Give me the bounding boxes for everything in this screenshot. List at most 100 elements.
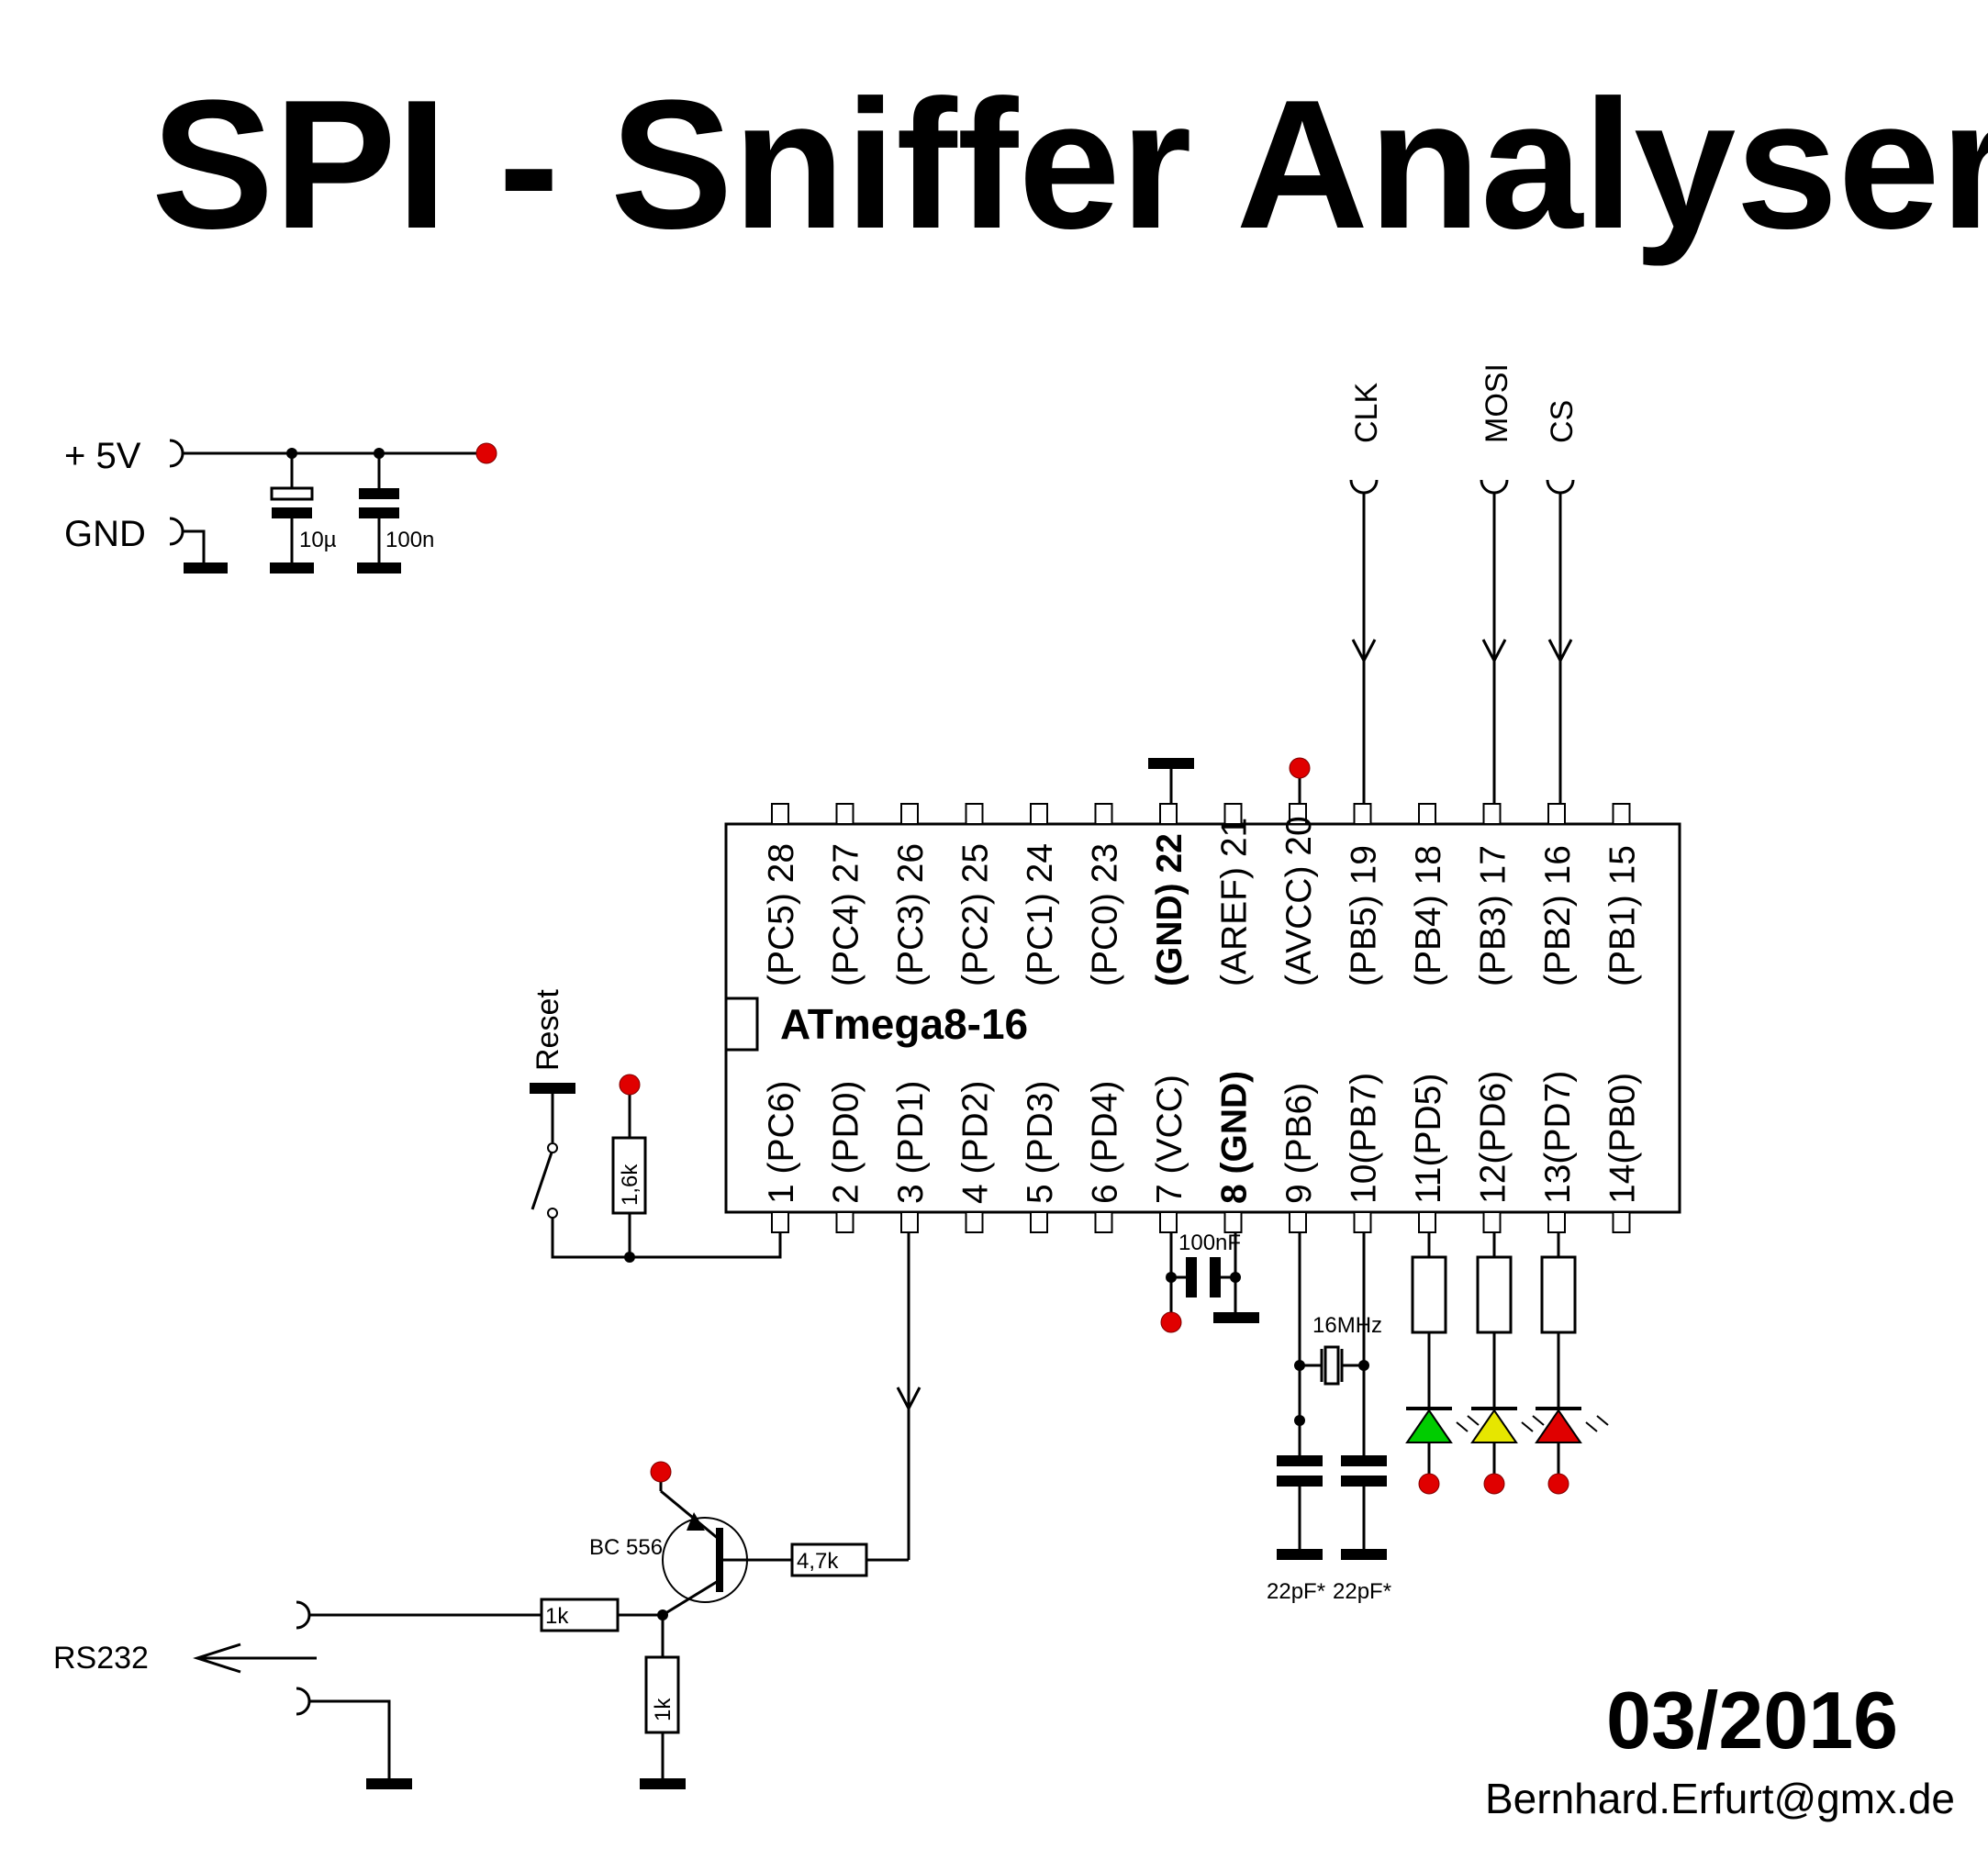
bottom-pin-label: 14(PB0) [1603, 1073, 1643, 1204]
transistor-label: BC 556 [589, 1535, 663, 1560]
vcc-terminal [169, 439, 184, 468]
top-pin-label: (PC0) 23 [1086, 843, 1125, 986]
spi-terminal [1480, 479, 1509, 495]
rs232-driver: 4,7k BC 556 1k 1k RS232 [53, 1231, 921, 1789]
top-pin-label: (PB2) 16 [1538, 845, 1578, 986]
status-leds [1405, 1231, 1609, 1495]
pulldown-resistor-label: 1k [651, 1698, 676, 1721]
bottom-pin-label: 12(PD6) [1474, 1071, 1513, 1204]
chip-decoupling: 100nF [1160, 1231, 1259, 1333]
ground-symbol [184, 562, 228, 574]
chip-pin [1353, 1211, 1372, 1233]
spi-terminal [1546, 479, 1575, 495]
chip-pin [1418, 1211, 1436, 1233]
chip-pin [1612, 1211, 1631, 1233]
chip-pin [1289, 1211, 1307, 1233]
chip-pin [835, 803, 854, 825]
supply-dot [1483, 1473, 1505, 1495]
led [1405, 1409, 1453, 1443]
supply-dot [650, 1461, 672, 1483]
crystal-label: 16MHz [1312, 1313, 1382, 1338]
date-label: 03/2016 [1606, 1675, 1898, 1765]
chip-name: ATmega8-16 [780, 1000, 1028, 1048]
chip-pin [965, 803, 984, 825]
top-pin-label: (AVCC) 20 [1279, 816, 1319, 986]
bottom-pin-label: 9 (PB6) [1279, 1083, 1319, 1204]
chip-pin [1030, 1211, 1048, 1233]
led [1470, 1409, 1518, 1443]
capacitor [359, 488, 399, 499]
output-resistor-label: 1k [545, 1604, 569, 1629]
bottom-pin-label: 3 (PD1) [891, 1081, 931, 1204]
ground-symbol [640, 1778, 686, 1789]
vcc-label: + 5V [64, 436, 141, 476]
crystal-cap-right-label: 22pF* [1333, 1579, 1391, 1604]
clk-label: CLK [1349, 383, 1384, 443]
chip-pin [1612, 803, 1631, 825]
bottom-pin-label: 13(PD7) [1538, 1071, 1578, 1204]
chip-pin [1159, 1211, 1178, 1233]
top-pin-label: (PB4) 18 [1409, 845, 1448, 986]
chip-pin [771, 803, 789, 825]
led-resistor [1476, 1255, 1513, 1334]
chip-pin [1353, 803, 1372, 825]
ground-symbol [1213, 1312, 1259, 1323]
bottom-pin-label: 10(PB7) [1345, 1073, 1384, 1204]
crystal [1323, 1345, 1340, 1386]
c2-label: 100n [385, 528, 434, 552]
reset-button [530, 1083, 575, 1094]
chip-pin [835, 1211, 854, 1233]
bottom-pin-label: 4 (PD2) [956, 1081, 996, 1204]
top-pin-label: (GND) 22 [1150, 833, 1189, 986]
led-resistor [1540, 1255, 1577, 1334]
pnp-transistor [662, 1517, 748, 1603]
chip-pin [1418, 803, 1436, 825]
supply-dot [1418, 1473, 1440, 1495]
chip-pin [1289, 803, 1307, 825]
top-pin-label: (PC4) 27 [827, 843, 866, 986]
rs232-terminal [296, 1600, 311, 1630]
chip-pin [900, 803, 919, 825]
gnd-terminal [169, 517, 184, 546]
capacitor [1186, 1257, 1197, 1297]
top-pin-label: (PC5) 28 [762, 843, 801, 986]
reset-circuit: Reset 1,6k [530, 989, 782, 1263]
supply-dot [1160, 1311, 1182, 1333]
bottom-pin-label: 2 (PD0) [827, 1081, 866, 1204]
mosi-label: MOSI [1480, 363, 1514, 443]
bottom-pin-label: 11(PD5) [1409, 1074, 1448, 1204]
bottom-pin-label: 5 (PD3) [1021, 1081, 1060, 1204]
ground-symbol [1148, 758, 1194, 769]
supply-dot [619, 1074, 641, 1096]
spi-inputs: CLK MOSI CS [1349, 363, 1580, 804]
bottom-pin-label: 8 (GND) [1215, 1071, 1255, 1204]
chip-pin [1482, 1211, 1502, 1233]
top-pin-label: (PB1) 15 [1603, 845, 1643, 986]
ground-symbol [1277, 1549, 1323, 1560]
c1-label: 10µ [299, 528, 337, 552]
chip-pin [1030, 803, 1048, 825]
chip-pin [900, 1211, 919, 1233]
supply-dot [1289, 757, 1311, 779]
electrolytic-capacitor [270, 486, 314, 501]
signal-arrow [1351, 639, 1377, 664]
bottom-pin-label: 7 (VCC) [1150, 1075, 1189, 1204]
chip-pin [1223, 803, 1243, 825]
pulldown-resistor [644, 1655, 680, 1734]
supply-dot [1547, 1473, 1569, 1495]
rs232-label: RS232 [53, 1641, 149, 1676]
chip-pin [1223, 1211, 1243, 1233]
chip-pin [1159, 803, 1178, 825]
capacitor [1277, 1455, 1323, 1466]
reset-resistor-label: 1,6k [618, 1164, 642, 1206]
email-label: Bernhard.Erfurt@gmx.de [1485, 1775, 1955, 1822]
led [1535, 1409, 1582, 1443]
led-resistor [1411, 1255, 1447, 1334]
chip-pin [965, 1211, 984, 1233]
gnd-label: GND [64, 514, 146, 554]
decoupling-label: 100nF [1178, 1231, 1241, 1255]
signal-arrow [1481, 639, 1507, 664]
capacitor [1341, 1455, 1387, 1466]
top-pin-label: (PC3) 26 [891, 843, 931, 986]
top-pin-label: (PB5) 19 [1345, 845, 1384, 986]
